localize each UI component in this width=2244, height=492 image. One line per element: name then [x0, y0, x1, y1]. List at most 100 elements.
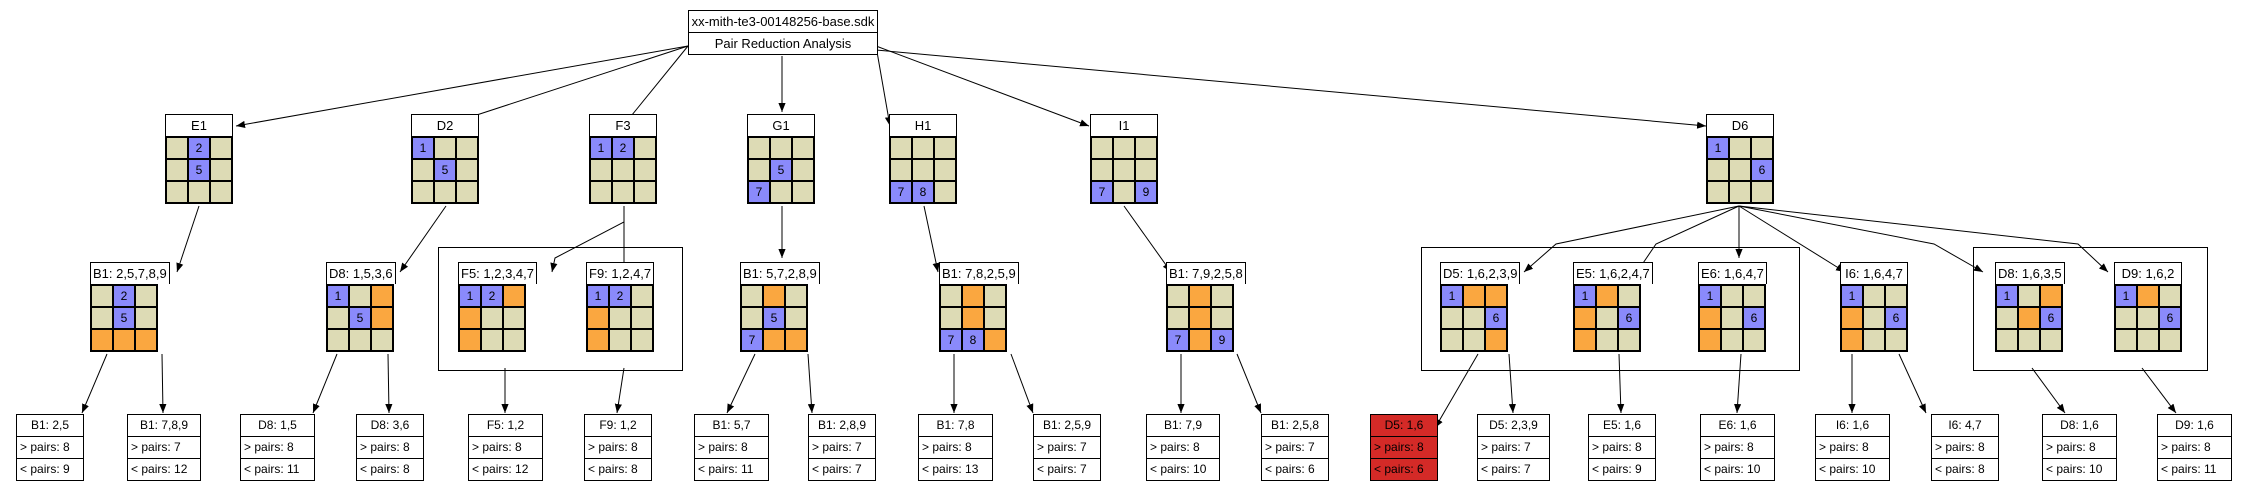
grid-cell — [1707, 159, 1729, 181]
grid-cell — [785, 329, 807, 351]
grid-cell: 7 — [748, 181, 770, 203]
node-title: F9: 1,2,4,7 — [586, 262, 655, 284]
grid-cell: 9 — [1211, 329, 1233, 351]
grid-cell — [434, 181, 456, 203]
leaf-gt-pairs: > pairs: 7 — [1262, 436, 1328, 458]
grid-cell: 5 — [763, 307, 785, 329]
grid-cell — [1729, 137, 1751, 159]
grid-cell — [934, 181, 956, 203]
grid-cell — [1699, 329, 1721, 351]
grid-cell — [503, 329, 525, 351]
node-title: I6: 1,6,4,7 — [1840, 262, 1908, 284]
grid-cell — [1751, 137, 1773, 159]
leaf-lt-pairs: < pairs: 6 — [1262, 458, 1328, 480]
leaf-node: B1: 2,8,9 > pairs: 7 < pairs: 7 — [808, 414, 876, 481]
grid-cell: 1 — [327, 285, 349, 307]
leaf-gt-pairs: > pairs: 8 — [1147, 436, 1219, 458]
grid-cell — [412, 159, 434, 181]
grid-cell — [1113, 181, 1135, 203]
node-title: D8: 1,6,3,5 — [1995, 262, 2065, 284]
grid-cell — [1699, 307, 1721, 329]
leaf-lt-pairs: < pairs: 10 — [1701, 458, 1774, 480]
grid-cell — [1485, 329, 1507, 351]
grid-cell — [166, 181, 188, 203]
grid-cell — [631, 285, 653, 307]
leaf-label: D8: 1,5 — [258, 418, 297, 432]
leaf-gt-pairs: > pairs: 8 — [919, 436, 992, 458]
grid-cell — [631, 329, 653, 351]
grid-cell: 6 — [2040, 307, 2062, 329]
grid-cell — [890, 159, 912, 181]
cluster-d6-right — [1973, 247, 2208, 371]
leaf-node: B1: 7,8,9 > pairs: 7 < pairs: 12 — [127, 414, 201, 481]
grid-cell — [785, 307, 807, 329]
grid-cell — [327, 329, 349, 351]
grid-cell — [2018, 329, 2040, 351]
grid-cell — [634, 137, 656, 159]
grid-cell — [210, 137, 232, 159]
leaf-lt-pairs: < pairs: 12 — [128, 458, 200, 480]
grid-cell: 6 — [1751, 159, 1773, 181]
grid-cell — [1596, 329, 1618, 351]
grid-cell — [91, 307, 113, 329]
edges — [81, 45, 2177, 429]
grid-cell — [327, 307, 349, 329]
grid-cell: 6 — [1618, 307, 1640, 329]
node-title: D6 — [1706, 114, 1774, 136]
grid-cell — [1618, 329, 1640, 351]
leaf-lt-pairs: < pairs: 10 — [2043, 458, 2116, 480]
leaf-label: I6: 4,7 — [1948, 418, 1982, 432]
grid-cell — [210, 159, 232, 181]
grid-cell — [770, 137, 792, 159]
grid-cell — [1885, 285, 1907, 307]
leaf-gt-pairs: > pairs: 8 — [2158, 436, 2231, 458]
leaf-gt-pairs: > pairs: 8 — [241, 436, 314, 458]
grid-cell — [940, 285, 962, 307]
grid-cell — [792, 159, 814, 181]
leaf-node: I6: 4,7 > pairs: 8 < pairs: 8 — [1931, 414, 1999, 481]
leaf-label: B1: 7,9 — [1163, 418, 1203, 432]
grid-cell: 1 — [1707, 137, 1729, 159]
grid-cell — [785, 285, 807, 307]
grid-cell — [1863, 307, 1885, 329]
leaf-lt-pairs: < pairs: 7 — [1034, 458, 1100, 480]
grid-cell — [770, 181, 792, 203]
grid-cell — [456, 181, 478, 203]
grid-cell — [113, 329, 135, 351]
grid-cell — [631, 307, 653, 329]
leaf-lt-pairs: < pairs: 13 — [919, 458, 992, 480]
leaf-label: D9: 1,6 — [2175, 418, 2214, 432]
grid-cell — [1189, 285, 1211, 307]
grid-cell — [984, 285, 1006, 307]
grid-cell — [1841, 307, 1863, 329]
leaf-gt-pairs: > pairs: 8 — [1701, 436, 1774, 458]
grid-cell: 1 — [2115, 285, 2137, 307]
node-title: D2 — [411, 114, 479, 136]
leaf-node: F9: 1,2 > pairs: 8 < pairs: 8 — [584, 414, 652, 481]
leaf-gt-pairs: > pairs: 8 — [585, 436, 651, 458]
grid-cell — [741, 285, 763, 307]
grid-cell — [962, 285, 984, 307]
node-title: G1 — [747, 114, 815, 136]
leaf-gt-pairs: > pairs: 8 — [1371, 436, 1437, 458]
grid-cell — [349, 329, 371, 351]
node-title: D9: 1,6,2 — [2114, 262, 2182, 284]
grid-cell — [1091, 137, 1113, 159]
grid-cell — [609, 307, 631, 329]
grid-cell — [2137, 285, 2159, 307]
